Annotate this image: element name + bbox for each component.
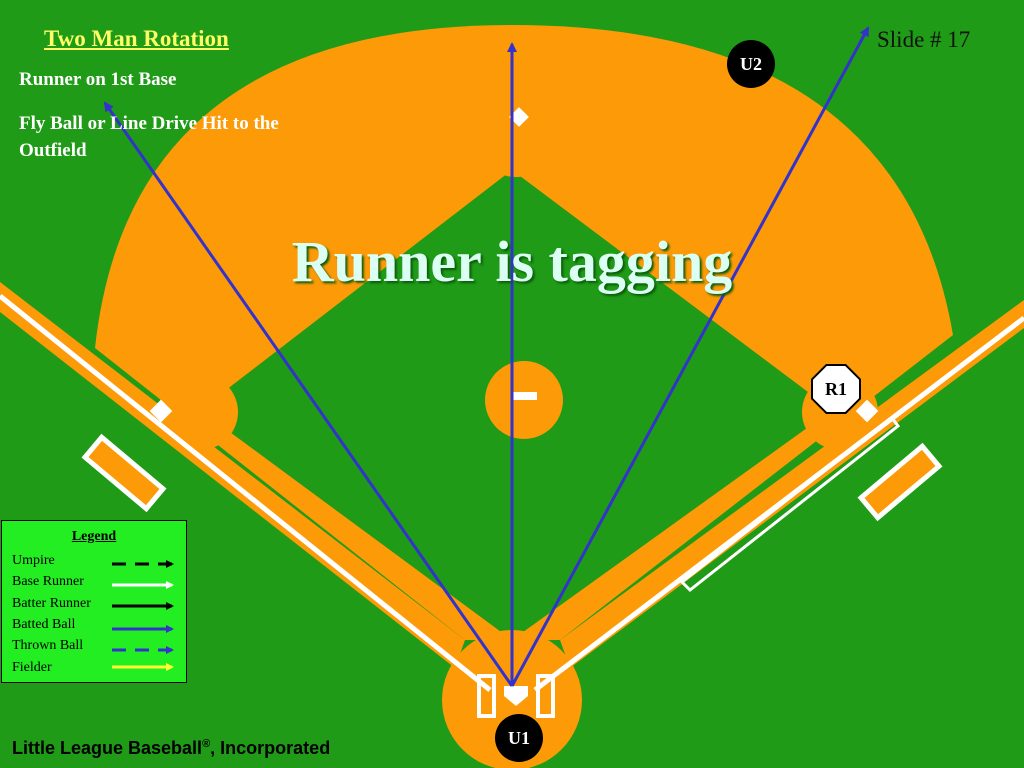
runner-r1-label: R1 bbox=[813, 366, 859, 412]
third-base-foul-line bbox=[0, 294, 492, 692]
headline: Runner is tagging bbox=[291, 229, 733, 294]
second-base-cutout bbox=[474, 93, 558, 177]
legend-item-batter-runner: Batter Runner bbox=[12, 596, 91, 611]
batted-ball-right-field bbox=[510, 26, 870, 687]
footer-organization: Little League Baseball®, Incorporated bbox=[12, 738, 330, 759]
runner-r1: R1 bbox=[811, 364, 861, 414]
slide-number: Slide # 17 bbox=[877, 27, 971, 52]
umpire-u2: U2 bbox=[727, 40, 775, 88]
legend-item-umpire: Umpire bbox=[12, 553, 55, 568]
legend-item-thrown-ball: Thrown Ball bbox=[12, 638, 84, 653]
third-base-coach-box bbox=[81, 433, 167, 513]
legend-item-base-runner: Base Runner bbox=[12, 574, 84, 589]
pitchers-rubber bbox=[513, 392, 537, 400]
legend-item-fielder: Fielder bbox=[12, 660, 52, 675]
legend-line-samples bbox=[112, 560, 174, 671]
situation-runner: Runner on 1st Base bbox=[19, 69, 177, 90]
situation-hit: Fly Ball or Line Drive Hit to the Outfie… bbox=[19, 113, 279, 161]
legend-item-batted-ball: Batted Ball bbox=[12, 617, 76, 632]
registered-mark: ® bbox=[202, 738, 211, 750]
right-batters-box bbox=[536, 674, 555, 718]
legend-title: Legend bbox=[71, 529, 117, 544]
footer-org-name: Little League Baseball bbox=[12, 738, 203, 758]
batted-ball-left-field bbox=[103, 101, 514, 687]
left-batters-box bbox=[477, 674, 496, 718]
umpire-u1: U1 bbox=[495, 714, 543, 762]
first-base bbox=[855, 399, 879, 423]
home-plate bbox=[504, 686, 528, 706]
third-base-line-dirt bbox=[0, 282, 465, 668]
first-base-coach-box bbox=[857, 442, 943, 522]
legend-box: Legend Umpire Base Runner Batter Runner … bbox=[1, 520, 187, 683]
slide-title: Two Man Rotation bbox=[44, 26, 229, 51]
running-lane bbox=[679, 415, 901, 593]
first-base-line-dirt bbox=[560, 300, 1024, 668]
footer-suffix: , Incorporated bbox=[210, 738, 331, 758]
